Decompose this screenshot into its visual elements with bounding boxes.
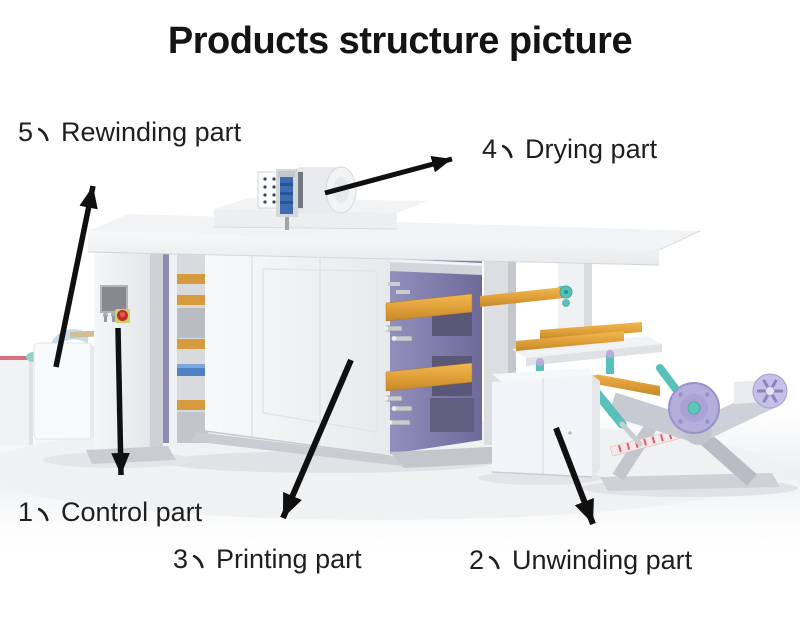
web-guide-roller (480, 285, 573, 307)
label-number: 4 (482, 134, 498, 164)
rewinding-part (0, 328, 109, 445)
label-printing-part: 3 Printing part (173, 544, 362, 575)
arrow-rewinding (53, 185, 98, 368)
label-text: Printing part (216, 544, 362, 574)
ideographic-comma-icon (192, 554, 204, 569)
label-rewinding-part: 5 Rewinding part (18, 117, 241, 148)
figure-title: Products structure picture (167, 20, 633, 62)
ink-tray-roller (385, 293, 473, 322)
label-drying-part: 4 Drying part (482, 134, 657, 165)
drying-part (257, 166, 357, 230)
arrow-unwinding (553, 426, 596, 526)
arrow-control (111, 327, 130, 476)
arrow-printing (280, 358, 354, 520)
machine-interior (163, 253, 208, 443)
label-number: 2 (469, 545, 485, 575)
ideographic-comma-icon (37, 507, 49, 522)
control-screen (100, 285, 128, 313)
feed-table (512, 322, 662, 396)
label-number: 1 (18, 497, 34, 527)
callout-arrows (53, 155, 596, 526)
unwinding-part (589, 364, 788, 491)
label-control-part: 1 Control part (18, 497, 202, 528)
unwinding-cabinet (491, 368, 600, 478)
pneumatic-cylinder (591, 387, 627, 429)
ink-tray-roller (385, 362, 473, 392)
pneumatic-cylinder (656, 364, 682, 396)
label-text: Drying part (525, 134, 658, 164)
rewinder-red-edge (0, 356, 33, 360)
printing-part (191, 250, 402, 466)
ideographic-comma-icon (37, 127, 49, 142)
printing-tower (383, 252, 524, 468)
label-unwinding-part: 2 Unwinding part (469, 545, 692, 576)
rewinder-cabinet (33, 342, 93, 440)
ideographic-comma-icon (501, 144, 513, 159)
label-number: 5 (18, 117, 34, 147)
label-text: Control part (61, 497, 203, 527)
ideographic-comma-icon (488, 555, 500, 570)
arrow-drying (324, 155, 453, 196)
label-text: Rewinding part (61, 117, 242, 147)
control-part (86, 251, 176, 464)
label-number: 3 (173, 544, 189, 574)
label-text: Unwinding part (512, 545, 693, 575)
